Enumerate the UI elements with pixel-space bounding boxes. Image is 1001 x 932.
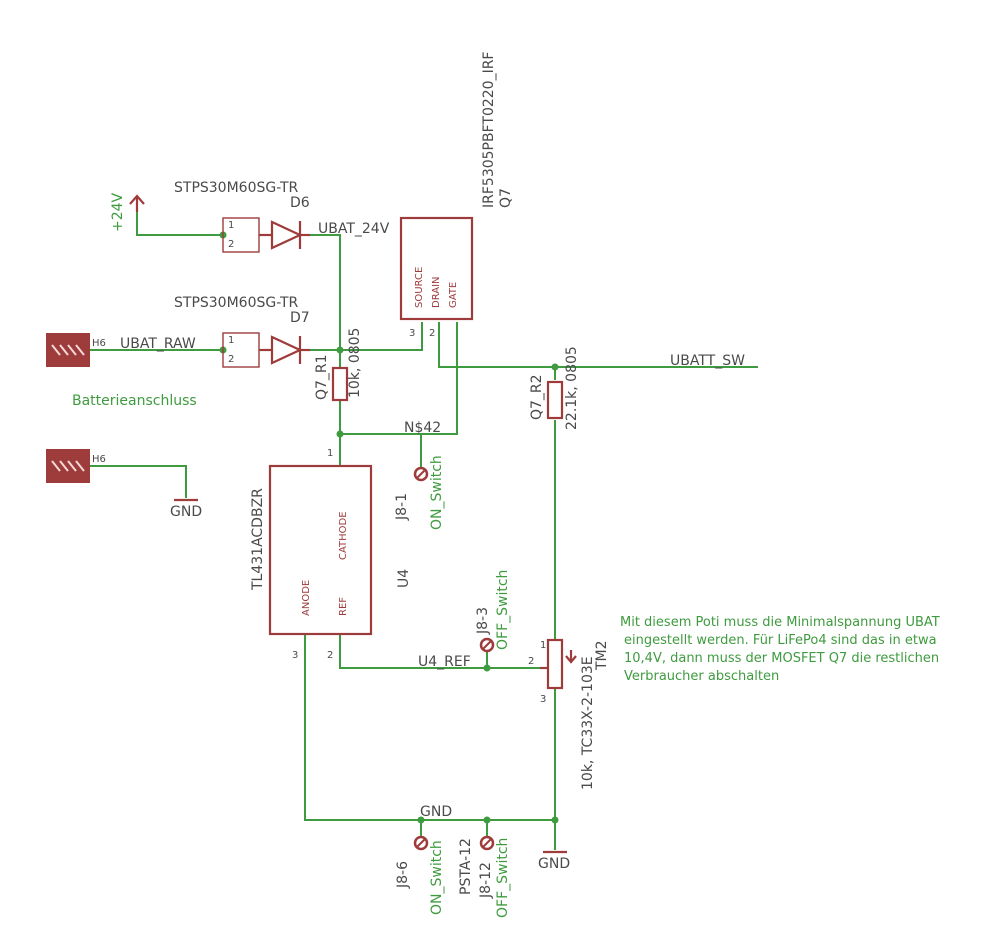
gnd-left: GND	[170, 498, 202, 520]
d6-part: STPS30M60SG-TR	[174, 180, 299, 196]
supply-24v: +24V	[110, 192, 145, 232]
junction-ubatt-sw	[551, 363, 559, 371]
connector-bottom-body	[46, 449, 90, 483]
svg-text:J8-6: J8-6	[395, 861, 411, 889]
wire-u4-ref	[339, 634, 540, 669]
q7-ref: Q7	[498, 188, 514, 208]
net-ubat-24v: UBAT_24V	[318, 221, 390, 237]
svg-text:1: 1	[228, 220, 234, 231]
testpoint-j8-6: J8-6 ON_Switch	[395, 835, 445, 915]
svg-text:2: 2	[327, 650, 333, 661]
note-line-2: eingestellt werden. Für LiFePo4 sind das…	[624, 633, 937, 648]
junction-gnd-2	[483, 816, 491, 824]
r2-ref: Q7_R2	[529, 374, 545, 420]
net-u4-ref: U4_REF	[418, 654, 471, 670]
note-line-4: Verbraucher abschalten	[624, 669, 779, 684]
net-n42: N$42	[404, 420, 441, 436]
r1-ref: Q7_R1	[314, 354, 330, 400]
wire-gnd-bus	[304, 634, 555, 821]
svg-text:J8-1: J8-1	[394, 493, 410, 521]
svg-text:CATHODE: CATHODE	[338, 511, 349, 560]
testpoint-j8-3: J8-3 OFF_Switch	[475, 570, 511, 653]
wires	[90, 210, 758, 850]
pot-body	[546, 638, 564, 690]
d7-ref: D7	[290, 310, 310, 326]
svg-text:3: 3	[540, 694, 546, 705]
svg-text:PSTA-12: PSTA-12	[458, 838, 474, 895]
wire-ubatt-sw	[438, 322, 758, 368]
note-line-1: Mit diesem Poti muss die Minimalspannung…	[620, 615, 940, 630]
svg-text:1: 1	[540, 640, 546, 651]
gnd-bus-label: GND	[420, 804, 452, 820]
r2-body	[546, 380, 564, 420]
q7-body	[399, 216, 474, 321]
wire-d7-out	[310, 322, 423, 351]
svg-text:GATE: GATE	[448, 282, 459, 308]
svg-text:2: 2	[429, 328, 435, 339]
wire-gnd-left	[90, 465, 187, 498]
gnd-right-label: GND	[538, 856, 570, 872]
svg-text:1: 1	[327, 448, 333, 459]
junction-n42	[336, 430, 344, 438]
svg-text:OFF_Switch: OFF_Switch	[495, 570, 511, 650]
svg-text:REF: REF	[338, 597, 349, 616]
net-ubatt-sw: UBATT_SW	[670, 353, 745, 369]
u4-ref: U4	[396, 569, 412, 588]
q7-part: IRF5305PBFT0220_IRF	[481, 52, 497, 208]
svg-text:3: 3	[292, 650, 298, 661]
svg-text:H6: H6	[92, 338, 106, 349]
svg-text:2: 2	[228, 354, 234, 365]
svg-text:H6: H6	[92, 454, 106, 465]
svg-text:OFF_Switch: OFF_Switch	[495, 838, 511, 918]
testpoint-j8-1: J8-1 ON_Switch	[394, 455, 445, 530]
regulator-u4: TL431ACDBZR U4 CATHODE ANODE REF 1 3 2	[250, 448, 412, 661]
wire-ubat-24v	[310, 234, 341, 352]
r1-body	[331, 366, 349, 402]
svg-text:1: 1	[228, 335, 234, 346]
junction-gnd-1	[417, 816, 425, 824]
testpoint-j8-12: PSTA-12 J8-12 OFF_Switch	[458, 835, 511, 918]
junctions	[219, 231, 559, 824]
potentiometer-tm2: 1 2 3 TM2 10k, TC33X-2-103E	[528, 638, 610, 790]
battery-connector-top: H6	[46, 333, 106, 367]
diode-d6: STPS30M60SG-TR D6 1 2	[174, 180, 310, 253]
svg-text:ANODE: ANODE	[301, 580, 312, 616]
svg-text:ON_Switch: ON_Switch	[429, 840, 445, 915]
svg-text:J8-12: J8-12	[478, 862, 494, 899]
junction-ubat	[336, 346, 344, 354]
svg-text:ON_Switch: ON_Switch	[429, 455, 445, 530]
d6-ref: D6	[290, 195, 310, 211]
wire-24v	[136, 210, 223, 236]
r1-value: 10k, 0805	[347, 328, 363, 398]
battery-connector-bottom: H6	[46, 449, 106, 483]
pot-ref: TM2	[594, 640, 610, 671]
gnd-right: GND	[538, 850, 570, 872]
d7-part: STPS30M60SG-TR	[174, 295, 299, 311]
resistor-r1: Q7_R1 10k, 0805	[314, 328, 363, 402]
svg-text:DRAIN: DRAIN	[431, 276, 442, 308]
connector-top-body	[46, 333, 90, 367]
note-line-3: 10,4V, dann muss der MOSFET Q7 die restl…	[624, 651, 939, 666]
resistor-r2: Q7_R2 22.1k, 0805	[529, 346, 580, 430]
svg-text:SOURCE: SOURCE	[414, 267, 425, 308]
svg-text:J8-3: J8-3	[475, 607, 491, 635]
svg-text:2: 2	[528, 656, 534, 667]
svg-text:2: 2	[228, 239, 234, 250]
mosfet-q7: IRF5305PBFT0220_IRF Q7 SOURCE DRAIN GATE…	[399, 52, 514, 339]
battery-label: Batterieanschluss	[72, 393, 197, 409]
u4-body	[268, 464, 373, 636]
calibration-note: Mit diesem Poti muss die Minimalspannung…	[620, 615, 940, 684]
junction-u4-ref	[483, 664, 491, 672]
r2-value: 22.1k, 0805	[564, 346, 580, 430]
net-ubat-raw: UBAT_RAW	[120, 336, 196, 352]
svg-text:3: 3	[409, 328, 415, 339]
junction-gnd-3	[551, 816, 559, 824]
pot-value: 10k, TC33X-2-103E	[580, 656, 596, 790]
gnd-left-label: GND	[170, 504, 202, 520]
wire-n42	[340, 322, 458, 435]
net-24v-label: +24V	[110, 192, 126, 232]
u4-part: TL431ACDBZR	[250, 488, 266, 591]
diode-d7: STPS30M60SG-TR D7 1 2	[174, 295, 310, 368]
